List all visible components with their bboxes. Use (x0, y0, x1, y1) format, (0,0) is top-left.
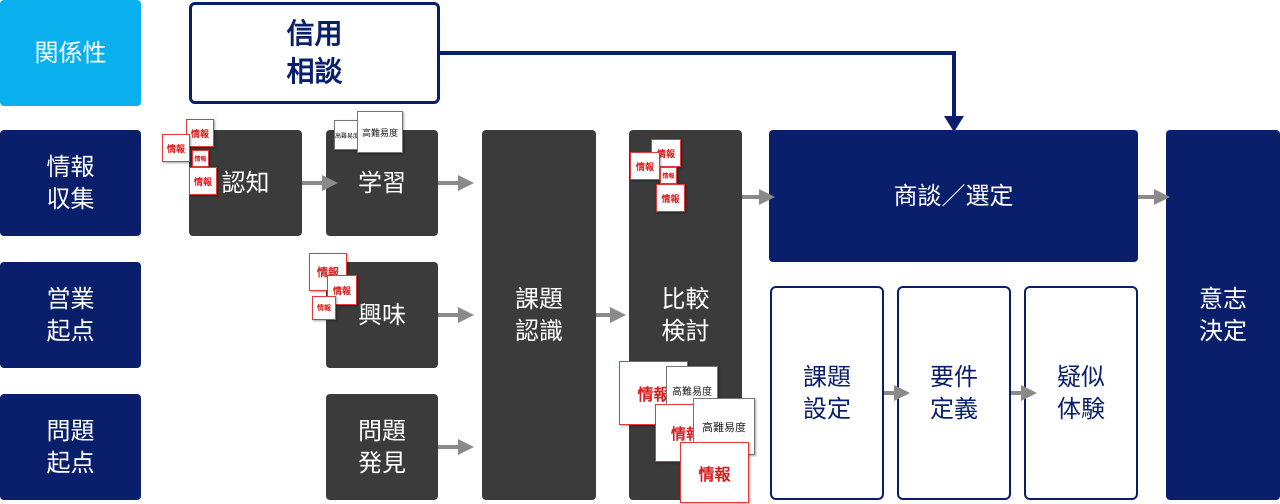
info-card: 情報 (660, 167, 677, 184)
info-card: 情報 (327, 275, 357, 305)
sub-stage-requirements: 要件 定義 (897, 286, 1011, 500)
info-card: 情報 (162, 134, 190, 162)
info-card: 情報 (192, 150, 209, 167)
row-label-relation: 関係性 (0, 0, 141, 106)
credit-consultation-box: 信用 相談 (189, 2, 440, 104)
credit-arrow-head (944, 116, 964, 132)
difficulty-card: 高難易度 (357, 111, 403, 153)
row-label-info-gathering: 情報 収集 (0, 130, 141, 236)
row-label-sales-origin: 営業 起点 (0, 262, 141, 368)
info-card: 情報 (186, 119, 214, 147)
difficulty-card: 高難易度 (334, 120, 360, 150)
sub-stage-issue-setting: 課題 設定 (770, 286, 884, 500)
info-card: 情報 (680, 442, 749, 503)
stage-issue-recognition: 課題 認識 (482, 130, 596, 500)
info-card: 情報 (189, 167, 217, 195)
credit-to-negotiation-line (440, 51, 956, 118)
row-label-problem-origin: 問題 起点 (0, 394, 141, 500)
stage-problem-discovery: 問題 発見 (326, 394, 438, 500)
info-card: 情報 (656, 184, 685, 212)
stage-negotiation-selection: 商談／選定 (769, 130, 1138, 262)
stage-decision: 意志 決定 (1166, 130, 1280, 500)
info-card: 情報 (630, 152, 660, 180)
sub-stage-simulation: 疑似 体験 (1024, 286, 1138, 500)
info-card: 情報 (312, 296, 336, 320)
